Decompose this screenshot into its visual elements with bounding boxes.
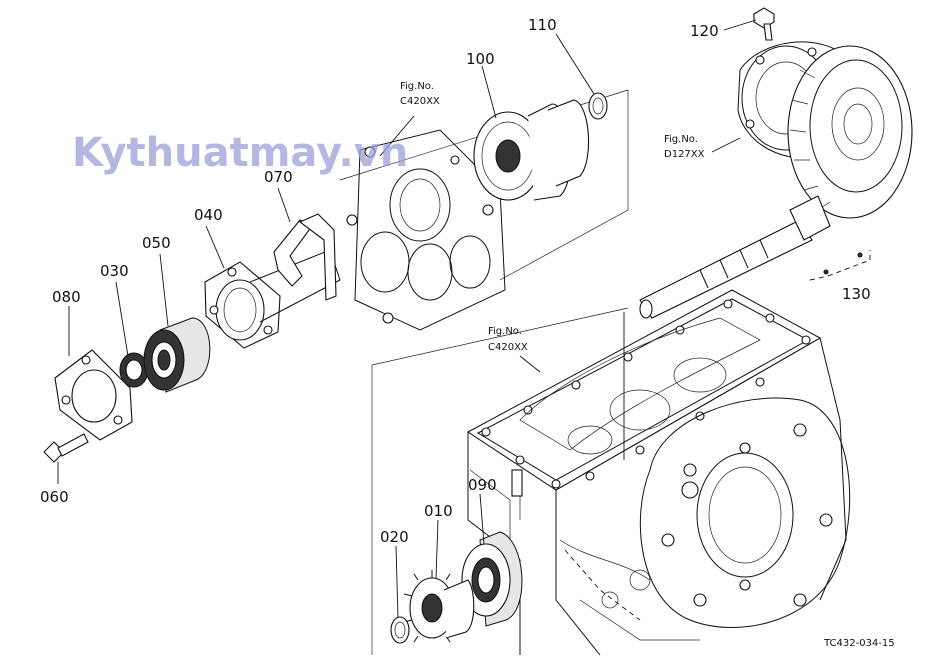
- part-110-snap-ring: [588, 92, 608, 120]
- part-010-gear: [403, 570, 475, 643]
- label-050: 050: [142, 234, 171, 252]
- part-070-fork: [273, 213, 337, 301]
- label-010: 010: [424, 502, 453, 520]
- rear-flange: [639, 397, 851, 628]
- drawing-code: TC432-034-15: [823, 638, 895, 649]
- part-040-holder: [204, 249, 341, 349]
- flange-bolt-holes: [481, 299, 811, 489]
- label-080: 080: [52, 288, 81, 306]
- label-040: 040: [194, 206, 223, 224]
- label-090: 090: [468, 476, 497, 494]
- label-060: 060: [40, 488, 69, 506]
- label-120: 120: [690, 22, 719, 40]
- fig-ref-right-code: D127XX: [664, 149, 705, 160]
- fig-ref-mid-code: C420XX: [488, 342, 528, 353]
- label-100: 100: [466, 50, 495, 68]
- fig-ref-mid-prefix: Fig.No.: [488, 326, 522, 337]
- label-070: 070: [264, 168, 293, 186]
- fig-ref-right-prefix: Fig.No.: [664, 134, 698, 145]
- part-080-gasket: [54, 349, 133, 441]
- label-130: 130: [842, 285, 871, 303]
- label-030: 030: [100, 262, 129, 280]
- watermark-text: Kythuatmay.vn: [72, 130, 408, 176]
- part-130-bracket: [809, 250, 871, 281]
- pinion-shaft: [639, 195, 831, 319]
- fig-ref-mid: Fig.No. C420XX: [488, 326, 528, 353]
- part-030-seal: [119, 352, 149, 388]
- transmission-case: [371, 289, 851, 656]
- part-labels: 080 030 050 040 070 060 100 110 120 130 …: [40, 16, 871, 546]
- part-120-bolt: [753, 7, 775, 41]
- bevel-ring-gear: [787, 45, 913, 219]
- part-050-bearing: [143, 317, 211, 393]
- label-110: 110: [528, 16, 557, 34]
- fig-ref-top-prefix: Fig.No.: [400, 81, 434, 92]
- fig-ref-right: Fig.No. D127XX: [664, 134, 705, 160]
- label-020: 020: [380, 528, 409, 546]
- part-060-bolt: [43, 433, 89, 463]
- part-020-snap-ring: [390, 616, 410, 644]
- fig-ref-top: Fig.No. C420XX: [400, 81, 440, 107]
- leader-lines: [57, 19, 757, 619]
- fig-ref-top-code: C420XX: [400, 96, 440, 107]
- part-100-gear: [473, 99, 590, 201]
